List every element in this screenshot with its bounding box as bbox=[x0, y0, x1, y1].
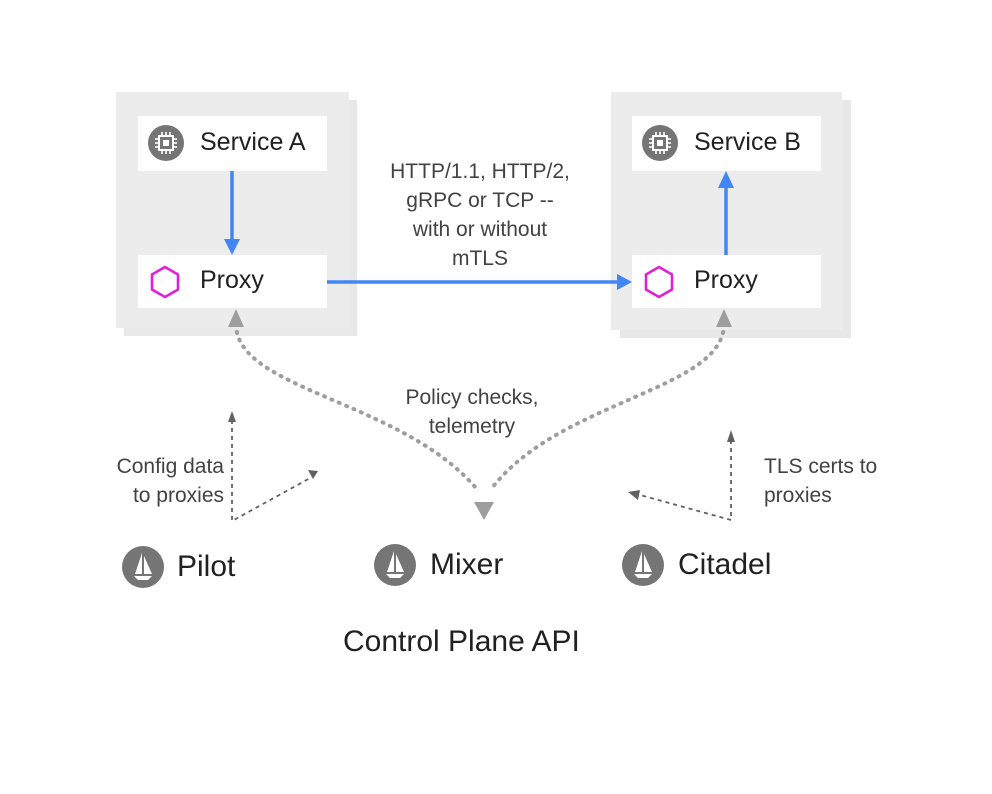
protocol-label: HTTP/1.1, HTTP/2, gRPC or TCP -- with or… bbox=[360, 157, 600, 273]
control-plane-label: Control Plane API bbox=[343, 625, 580, 658]
chip-icon bbox=[642, 125, 678, 161]
pilot-label: Pilot bbox=[177, 550, 236, 583]
chip-icon bbox=[148, 125, 184, 161]
service-a-label: Service A bbox=[200, 128, 306, 156]
protocol-line: HTTP/1.1, HTTP/2, bbox=[390, 160, 570, 183]
proxy-b-card[interactable]: Proxy bbox=[632, 255, 821, 308]
proxy-to-proxy-arrowhead bbox=[617, 274, 632, 290]
pilot-config-path bbox=[231, 420, 313, 523]
policy-line: Policy checks, bbox=[405, 386, 539, 409]
hexagon-icon bbox=[642, 264, 676, 305]
tls-label: TLS certs to proxies bbox=[764, 452, 924, 510]
protocol-line: gRPC or TCP -- bbox=[406, 189, 554, 212]
citadel-cert-path bbox=[639, 440, 732, 522]
service-a-to-proxy-arrowhead bbox=[224, 239, 240, 255]
service-b-label: Service B bbox=[694, 128, 801, 156]
policy-label: Policy checks, telemetry bbox=[372, 383, 572, 441]
tls-line: proxies bbox=[764, 484, 832, 507]
pilot-up-arrowhead bbox=[228, 411, 236, 422]
protocol-line: with or without bbox=[412, 218, 548, 241]
hexagon-icon bbox=[148, 264, 182, 305]
proxy-a-card[interactable]: Proxy bbox=[138, 255, 327, 308]
proxy-a-up-arrowhead bbox=[228, 309, 244, 327]
proxy-b-up-arrowhead bbox=[716, 309, 732, 327]
sailboat-icon bbox=[374, 544, 416, 586]
mixer-down-arrowhead bbox=[474, 502, 494, 520]
policy-curve-right bbox=[490, 322, 726, 490]
proxy-a-label: Proxy bbox=[200, 266, 264, 294]
pilot-right-arrowhead bbox=[308, 470, 318, 479]
config-line: Config data bbox=[116, 455, 224, 478]
citadel-up-arrowhead bbox=[727, 430, 735, 442]
policy-line: telemetry bbox=[428, 415, 516, 438]
protocol-line: mTLS bbox=[451, 247, 508, 270]
proxy-b-label: Proxy bbox=[694, 266, 758, 294]
citadel-label: Citadel bbox=[678, 548, 772, 581]
tls-line: TLS certs to bbox=[764, 455, 878, 478]
citadel-left-arrowhead bbox=[628, 490, 640, 500]
service-b-card[interactable]: Service B bbox=[632, 116, 821, 171]
service-a-card[interactable]: Service A bbox=[138, 116, 327, 171]
policy-curve-left bbox=[234, 322, 478, 490]
config-line: to proxies bbox=[132, 484, 224, 507]
proxy-to-service-b-arrowhead bbox=[718, 171, 734, 188]
mixer-label: Mixer bbox=[430, 548, 504, 581]
sailboat-icon bbox=[622, 544, 664, 586]
sailboat-icon bbox=[122, 546, 164, 588]
config-label: Config data to proxies bbox=[84, 452, 224, 510]
